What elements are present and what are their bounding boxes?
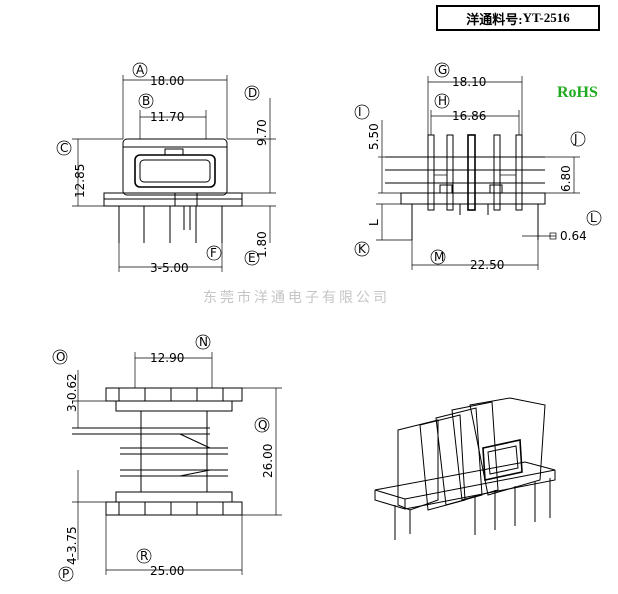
rohs-badge: RoHS — [557, 84, 598, 101]
callout-f: F — [210, 246, 217, 260]
dim-r-value: 25.00 — [150, 564, 184, 578]
callout-b: B — [142, 94, 150, 108]
callout-p: P — [62, 567, 69, 581]
callout-m: M — [434, 250, 444, 264]
callout-g: G — [438, 63, 447, 77]
dim-q-value: 26.00 — [261, 444, 275, 478]
callout-h: H — [438, 94, 447, 108]
dim-j-value: 6.80 — [559, 165, 573, 192]
dim-a-value: 18.00 — [150, 74, 184, 88]
part-number-label: 洋通料号: — [466, 11, 523, 27]
dim-e-value: 1.80 — [255, 231, 269, 258]
dim-h-value: 16.86 — [452, 109, 486, 123]
callout-r: R — [140, 549, 148, 563]
callout-q: Q — [258, 418, 267, 432]
dim-g-value: 18.10 — [452, 75, 486, 89]
callout-n: N — [199, 335, 208, 349]
bottom-view: N 12.90 O 3-0.62 P 4-3.75 Q 26.00 R 25.0… — [52, 334, 282, 582]
front-view: A 18.00 B 11.70 C 12.85 D 9.70 E 1.80 — [56, 62, 276, 275]
callout-a: A — [136, 63, 145, 77]
callout-l: L — [590, 211, 597, 225]
dim-f-value: 3-5.00 — [150, 261, 189, 275]
dim-c-value: 12.85 — [73, 164, 87, 198]
callout-k: K — [358, 242, 367, 256]
dim-k-value: L — [367, 219, 381, 226]
dim-m-value: 22.50 — [470, 258, 504, 272]
dim-n-value: 12.90 — [150, 351, 184, 365]
callout-c: C — [60, 141, 68, 155]
company-watermark: 东莞市洋通电子有限公司 — [203, 290, 390, 306]
callout-d: D — [248, 86, 257, 100]
callout-j: J — [573, 132, 578, 146]
isometric-view — [374, 397, 556, 540]
callout-o: O — [56, 350, 65, 364]
dim-d-value: 9.70 — [255, 119, 269, 146]
callout-i: I — [358, 105, 362, 119]
part-number-value: YT-2516 — [522, 10, 570, 25]
dim-p-value: 4-3.75 — [65, 526, 79, 565]
dim-l-value: 0.64 — [560, 229, 587, 243]
dim-i-value: 5.50 — [367, 123, 381, 150]
dim-o-value: 3-0.62 — [65, 373, 79, 412]
callout-e: E — [248, 251, 256, 265]
dim-b-value: 11.70 — [150, 110, 184, 124]
part-number-box: 洋通料号: YT-2516 — [436, 5, 600, 31]
side-view: G 18.10 H 16.86 I 5.50 J 6.80 K L L — [354, 62, 602, 272]
